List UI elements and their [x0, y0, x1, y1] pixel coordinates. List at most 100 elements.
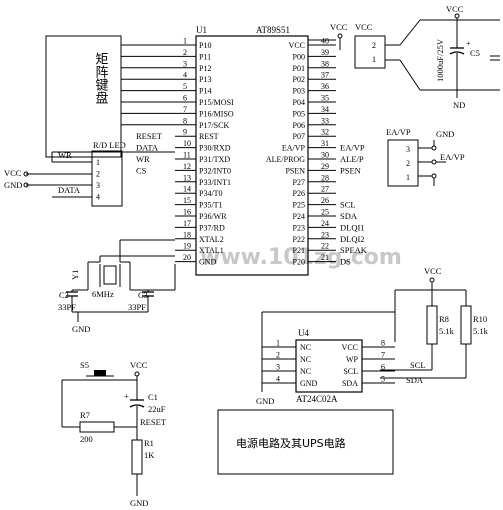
r10-val: 5.1k: [473, 326, 489, 336]
lcd-pin-num: 4: [96, 193, 100, 202]
u1-pin-num: 35: [321, 94, 329, 103]
u1-right-pins: 40VCC39P0038P0137P0236P0335P0434P0533P06…: [266, 37, 368, 267]
u1-pin-num: 34: [321, 105, 329, 114]
u1-pin-num: 36: [321, 82, 329, 91]
power-gnd: ND: [453, 100, 465, 110]
u1-pin-num: 16: [183, 208, 191, 217]
c2-ref: C2: [59, 290, 69, 300]
u1-pin-name: P34/T0: [199, 189, 223, 198]
lcd-ref: R/D LED: [93, 140, 126, 150]
ea-pin-2: 2: [406, 159, 410, 168]
u1-pin-num: 24: [321, 219, 329, 228]
lcd-pin-num: 2: [96, 170, 100, 179]
vcc-left-label: VCC: [330, 22, 348, 32]
u4-pin-num: 7: [381, 351, 385, 360]
u4-net-scl: SCL: [410, 360, 426, 370]
u1-pin-name: VCC: [289, 41, 305, 50]
u1-pin-num: 31: [321, 139, 329, 148]
u1-pin-num: 38: [321, 59, 329, 68]
lcd-net-vcc: VCC: [4, 168, 22, 178]
u1-net-label: CS: [136, 165, 147, 175]
reset-gnd: GND: [130, 498, 148, 508]
power-connector: VCC VCC 2 1 VCC + C5 1000uF/25V ND: [308, 4, 500, 110]
c5-ref: C5: [470, 48, 480, 58]
u1-pin-name: REST: [199, 132, 219, 141]
u1-pin-name: P05: [293, 109, 305, 118]
power-supply-box: 电源电路及其UPS电路: [217, 409, 394, 475]
pc-pin-1: 1: [372, 55, 376, 64]
u1-pin-num: 40: [321, 37, 329, 46]
u1-pin-num: 10: [183, 139, 191, 148]
u1-pin-num: 13: [183, 173, 191, 182]
u1-ref: U1: [196, 25, 207, 35]
ea-jumper-title: EA/VP: [386, 127, 411, 137]
u1-net-label: RESET: [136, 131, 163, 141]
reset-vcc: VCC: [130, 360, 148, 370]
u1-pin-num: 19: [183, 242, 191, 251]
u1-pin-name: P36/WR: [199, 212, 227, 221]
u1-pin-name: XTAL1: [199, 246, 224, 255]
crystal-gnd: GND: [72, 324, 90, 334]
r10-ref: R10: [473, 314, 487, 324]
u1-pin-num: 8: [183, 116, 187, 125]
u1-net-label: DLQI2: [340, 234, 365, 244]
c2-val: 33PF: [58, 302, 76, 312]
u4-pin-num: 4: [276, 375, 280, 384]
u1-pin-num: 5: [183, 82, 187, 91]
u4-pin-num: 8: [381, 339, 385, 348]
ea-pin-3: 3: [406, 145, 410, 154]
u1-pin-num: 33: [321, 116, 329, 125]
u1-pin-num: 37: [321, 71, 329, 80]
u4-pin-name: GND: [300, 379, 318, 388]
u1-pin-name: P23: [293, 223, 305, 232]
u1-pin-name: P22: [293, 235, 305, 244]
u1-pin-name: P10: [199, 41, 211, 50]
u1-pin-num: 11: [183, 151, 191, 160]
u1-pin-num: 2: [183, 48, 187, 57]
u4-pin-name: NC: [300, 355, 311, 364]
r8-val: 5.1k: [439, 326, 455, 336]
u1-part: AT89S51: [256, 25, 290, 35]
vcc-mid-label: VCC: [355, 22, 373, 32]
u1-net-label: EA/VP: [340, 143, 365, 153]
u1-pin-num: 21: [321, 253, 329, 262]
u1-net-label: DLQI1: [340, 222, 365, 232]
u1-pin-name: P02: [293, 75, 305, 84]
u4-pin-name: NC: [300, 367, 311, 376]
u4-pin-name: VCC: [342, 343, 358, 352]
r1-ref: R1: [144, 438, 154, 448]
u1-pin-num: 25: [321, 208, 329, 217]
u1-pin-name: P03: [293, 87, 305, 96]
u1-net-label: ALE/P: [340, 154, 364, 164]
u4-pin-num: 1: [276, 339, 280, 348]
u1-pin-name: P15/MOSI: [199, 98, 234, 107]
c3-val: 33PF: [128, 302, 146, 312]
lcd-net-wr: WR: [58, 150, 72, 160]
u1-net-label: PSEN: [340, 165, 361, 175]
c5-value: 1000uF/25V: [435, 38, 445, 82]
u1-pin-name: GND: [199, 258, 217, 267]
u1-pin-num: 6: [183, 94, 187, 103]
u4-net-sda: SDA: [406, 375, 424, 385]
u1-pin-name: P12: [199, 64, 211, 73]
u1-pin-num: 30: [321, 151, 329, 160]
u1-pin-name: P33/INT1: [199, 178, 231, 187]
r7-ref: R7: [80, 410, 90, 420]
u1-pin-num: 18: [183, 230, 191, 239]
pc-pin-2: 2: [372, 41, 376, 50]
u1-pin-num: 39: [321, 48, 329, 57]
u1-pin-name: P27: [293, 178, 305, 187]
u1-pin-num: 7: [183, 105, 187, 114]
reset-net: RESET: [140, 417, 167, 427]
u1-pin-num: 17: [183, 219, 191, 228]
keyboard-block: 矩阵键盘: [45, 35, 122, 158]
u1-pin-name: P20: [293, 258, 305, 267]
lcd-net-data: DATA: [58, 185, 81, 195]
s5-label: S5: [80, 360, 89, 370]
u1-pin-name: P06: [293, 121, 305, 130]
xtal-label: Y1: [70, 270, 80, 280]
crystal-circuit: Y1 6MHz C2 33PF C3 33PF GND: [58, 239, 176, 334]
